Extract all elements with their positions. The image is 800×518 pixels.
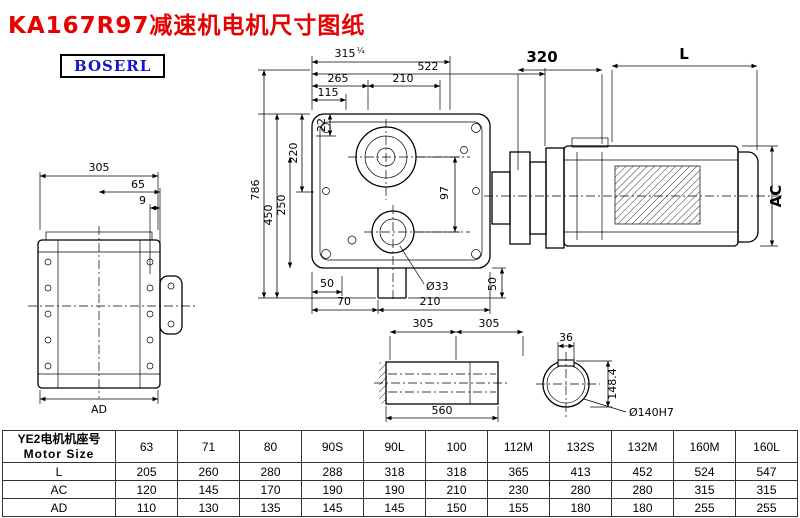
dim-motor-AC: AC (767, 185, 785, 208)
row-label: AD (2, 498, 116, 517)
dim-key-148: 148.4 (606, 368, 619, 400)
cell: 524 (673, 462, 736, 481)
gearbox-front-view: 315 ¼ 522 265 210 115 22 220 250 450 786… (249, 46, 546, 314)
cell: 318 (363, 462, 426, 481)
cell: 280 (611, 480, 674, 499)
dim-front-70: 70 (337, 295, 351, 308)
cell: 255 (735, 498, 798, 517)
dim-front-220: 220 (287, 143, 300, 164)
dim-front-786: 786 (249, 180, 262, 201)
cell: 170 (239, 480, 302, 499)
motor-size-table: YE2电机机座号 Motor Size 63 71 80 90S 90L 100… (2, 430, 798, 517)
cell: 230 (487, 480, 550, 499)
dim-front-315-tol: ¼ (357, 46, 365, 55)
table-header-cell: YE2电机机座号 Motor Size (2, 430, 116, 463)
cell: 547 (735, 462, 798, 481)
brand-logo: BOSERL (60, 54, 166, 78)
cell: 190 (301, 480, 364, 499)
cell: 110 (115, 498, 178, 517)
cell: 150 (425, 498, 488, 517)
table-row-AD: AD 110 130 135 145 145 150 155 180 180 2… (2, 498, 798, 517)
cell: 255 (673, 498, 736, 517)
size-col: 132M (611, 430, 674, 463)
cell: 145 (301, 498, 364, 517)
size-col: 112M (487, 430, 550, 463)
gearbox-side-view: 305 65 9 AD (28, 161, 196, 416)
cell: 280 (549, 480, 612, 499)
cell: 318 (425, 462, 488, 481)
cell: 190 (363, 480, 426, 499)
dim-left-65: 65 (131, 178, 145, 191)
row-label: L (2, 462, 116, 481)
dim-motor-320: 320 (526, 48, 557, 66)
dim-left-9: 9 (139, 194, 146, 207)
cell: 413 (549, 462, 612, 481)
cell: 130 (177, 498, 240, 517)
cell: 365 (487, 462, 550, 481)
table-header-en: Motor Size (23, 446, 95, 461)
table-row-AC: AC 120 145 170 190 190 210 230 280 280 3… (2, 480, 798, 499)
dim-front-50-left: 50 (320, 277, 334, 290)
cell: 135 (239, 498, 302, 517)
dim-front-97: 97 (438, 186, 451, 200)
dim-front-210b: 210 (420, 295, 441, 308)
dim-front-522: 522 (418, 60, 439, 73)
cell: 315 (673, 480, 736, 499)
size-col: 90L (363, 430, 426, 463)
cell: 452 (611, 462, 674, 481)
cell: 120 (115, 480, 178, 499)
dim-front-210: 210 (393, 72, 414, 85)
size-col: 160M (673, 430, 736, 463)
dim-motor-L: L (679, 45, 689, 63)
dim-key-d140: Ø140H7 (629, 406, 674, 419)
cell: 180 (549, 498, 612, 517)
dim-front-265: 265 (328, 72, 349, 85)
dim-shaft-560: 560 (432, 404, 453, 417)
dimension-drawing: 305 65 9 AD (28, 45, 785, 422)
dim-front-50-right: 50 (486, 277, 499, 291)
dim-front-315: 315 (335, 47, 356, 60)
row-label: AC (2, 480, 116, 499)
size-col: 100 (425, 430, 488, 463)
cell: 210 (425, 480, 488, 499)
dim-left-AD: AD (91, 403, 107, 416)
size-col: 160L (735, 430, 798, 463)
cell: 280 (239, 462, 302, 481)
cell: 288 (301, 462, 364, 481)
cell: 145 (177, 480, 240, 499)
size-col: 90S (301, 430, 364, 463)
motor-view: 320 L AC (484, 45, 785, 249)
cell: 155 (487, 498, 550, 517)
dim-front-d33: Ø33 (426, 280, 449, 293)
shaft-section-view: 36 148.4 Ø140H7 (536, 331, 674, 419)
shaft-view: 305 305 560 (374, 317, 524, 422)
table-row-L: L 205 260 280 288 318 318 365 413 452 52… (2, 462, 798, 481)
size-col: 132S (549, 430, 612, 463)
dim-key-36: 36 (559, 331, 573, 344)
dim-front-115: 115 (318, 86, 339, 99)
cell: 260 (177, 462, 240, 481)
cell: 315 (735, 480, 798, 499)
cell: 145 (363, 498, 426, 517)
dim-shaft-305b: 305 (479, 317, 500, 330)
dim-shaft-305a: 305 (413, 317, 434, 330)
table-header-cn: YE2电机机座号 (17, 431, 101, 446)
page-title: KA167R97减速机电机尺寸图纸 (8, 13, 366, 39)
dim-left-305: 305 (89, 161, 110, 174)
cell: 205 (115, 462, 178, 481)
dim-front-22: 22 (315, 118, 328, 132)
cell: 180 (611, 498, 674, 517)
size-col: 80 (239, 430, 302, 463)
size-col: 63 (115, 430, 178, 463)
size-col: 71 (177, 430, 240, 463)
table-header-row: YE2电机机座号 Motor Size 63 71 80 90S 90L 100… (2, 430, 798, 463)
